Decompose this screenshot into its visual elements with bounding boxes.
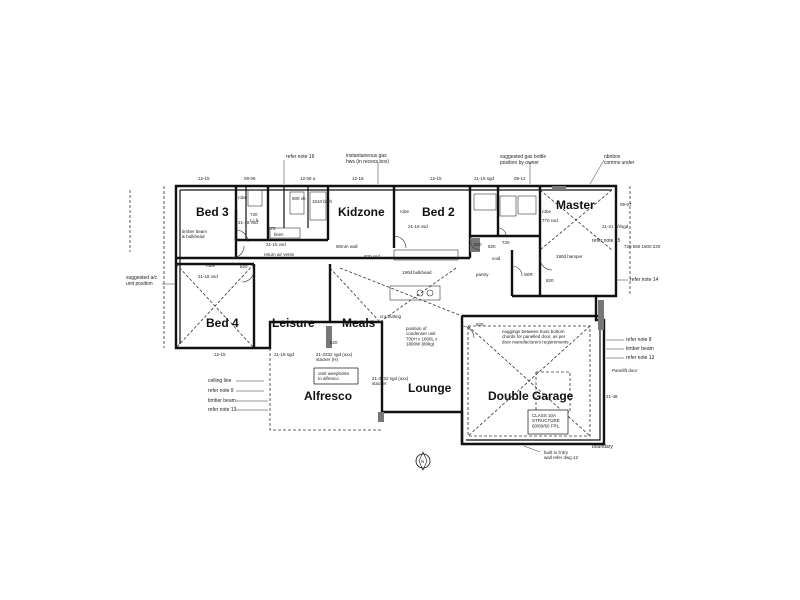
dim-w5: 12-15 xyxy=(430,176,442,181)
room-label-bed3: Bed 3 xyxy=(196,205,229,219)
label-alfresco-sgd: 21-3732 sgd (oxx)stacker xyxy=(372,376,409,386)
label-robe-bed4: robe xyxy=(206,263,216,268)
label-linen: linen xyxy=(274,232,284,237)
dim-d9: 620 xyxy=(474,242,482,247)
dim-w4: 12-18 xyxy=(352,176,364,181)
label-vanity: 900 vb xyxy=(292,196,306,201)
note-timber-beam: timber beam xyxy=(208,398,236,404)
right-notes: refer note 15 refer note 14 refer note 8… xyxy=(592,238,659,450)
dim-d3: 820 csd xyxy=(364,254,380,259)
north-arrow-label: N xyxy=(421,459,424,464)
room-label-lounge: Lounge xyxy=(408,381,452,395)
label-90mm-wall: 90mm wall xyxy=(336,244,358,249)
room-label-leisure: Leisure xyxy=(272,316,315,330)
note-boundary: boundary xyxy=(592,444,613,450)
room-label-meals: Meals xyxy=(342,316,376,330)
dim-d17: 820 xyxy=(476,322,484,327)
room-label-double-garage: Double Garage xyxy=(488,389,574,403)
door-dimensions: 21-18 vsd 21-15 vsd 820 csd 21-18 vsd 21… xyxy=(198,202,661,345)
room-label-bed4: Bed 4 xyxy=(206,316,239,330)
note-refer-12: refer note 12 xyxy=(626,355,655,361)
dim-d13: 820 xyxy=(546,278,554,283)
dim-d14: 21-21 a/t/sgd xyxy=(602,224,629,229)
note-refer-13: refer note 13 xyxy=(208,407,237,413)
dim-d10: 720 xyxy=(502,240,510,245)
dim-d4: 21-18 vsd xyxy=(198,274,218,279)
dim-d18: 820 xyxy=(330,340,338,345)
label-tch: t.c.h xyxy=(250,218,259,223)
label-hamper: 190d hamper xyxy=(556,254,583,259)
note-refer-15: refer note 15 xyxy=(592,238,621,244)
dim-d11: 820 xyxy=(488,244,496,249)
label-bed3-beam: timber beam& bulkhead xyxy=(182,229,207,239)
room-label-kidzone: Kidzone xyxy=(338,205,385,219)
label-return-air: return air vents xyxy=(264,252,295,257)
dim-d2: 21-15 vsd xyxy=(266,242,286,247)
label-wir: WIR xyxy=(524,272,533,277)
label-sgd-leisure: 21-18 sgd xyxy=(274,352,295,357)
label-robe-master: robe xyxy=(542,209,552,214)
label-robe-bed3: robe xyxy=(238,195,248,200)
note-refer-14: refer note 14 xyxy=(630,277,659,283)
dim-d5: 21-18 vsd xyxy=(408,224,428,229)
label-robe-bed2: robe xyxy=(400,209,410,214)
note-refer-9: refer note 9 xyxy=(208,388,234,394)
dim-d7: 770 xyxy=(268,226,276,231)
room-label-master: Master xyxy=(556,198,595,212)
dim-w8: 12-15 xyxy=(214,352,226,357)
dim-d6: 720 xyxy=(250,212,258,217)
dim-d1: 21-18 vsd xyxy=(238,220,258,225)
dim-w6: 21-15 sgd xyxy=(474,176,495,181)
dim-w2: 09-06 xyxy=(244,176,256,181)
dim-d16: 720 650 1800 220 xyxy=(624,244,661,249)
top-dimensions: 12-15 09-06 12-06 a 12-18 12-15 21-15 sg… xyxy=(198,176,526,357)
label-190-bulkhead: 190d bulkhead xyxy=(402,270,432,275)
dim-d15: 09-07 xyxy=(620,202,632,207)
room-label-alfresco: Alfresco xyxy=(304,389,352,403)
dim-d8: 820 xyxy=(240,264,248,269)
label-stacker: 21-2232 sgd (oxx)stacker (H) xyxy=(316,352,353,362)
dim-d12: 770 csd xyxy=(542,218,558,223)
dim-w1: 12-15 xyxy=(198,176,210,181)
door-swings xyxy=(231,227,553,339)
fixtures xyxy=(247,186,604,422)
note-ceiling-line: ceiling line xyxy=(208,378,232,384)
label-cnr-butting: cnr butting xyxy=(380,314,402,319)
dim-w7: 09-12 xyxy=(514,176,526,181)
note-refer-16: refer note 16 xyxy=(286,154,315,160)
internal-labels: timber beam& bulkhead robe robe robe rob… xyxy=(182,195,638,399)
note-timber-beam-right: timber beam xyxy=(626,346,654,352)
label-pantry: pantry xyxy=(476,272,489,277)
dim-w3: 12-06 a xyxy=(300,176,316,181)
label-panelift: Panelift door xyxy=(612,368,638,373)
label-void: void xyxy=(492,256,501,261)
note-refer-8: refer note 8 xyxy=(626,337,652,343)
north-arrow-icon: N xyxy=(415,451,431,471)
label-dim-2148: 21-48 xyxy=(606,394,618,399)
label-bath: 1510 bath xyxy=(312,199,333,204)
room-label-bed2: Bed 2 xyxy=(422,205,455,219)
dashed-outlines xyxy=(129,186,631,437)
